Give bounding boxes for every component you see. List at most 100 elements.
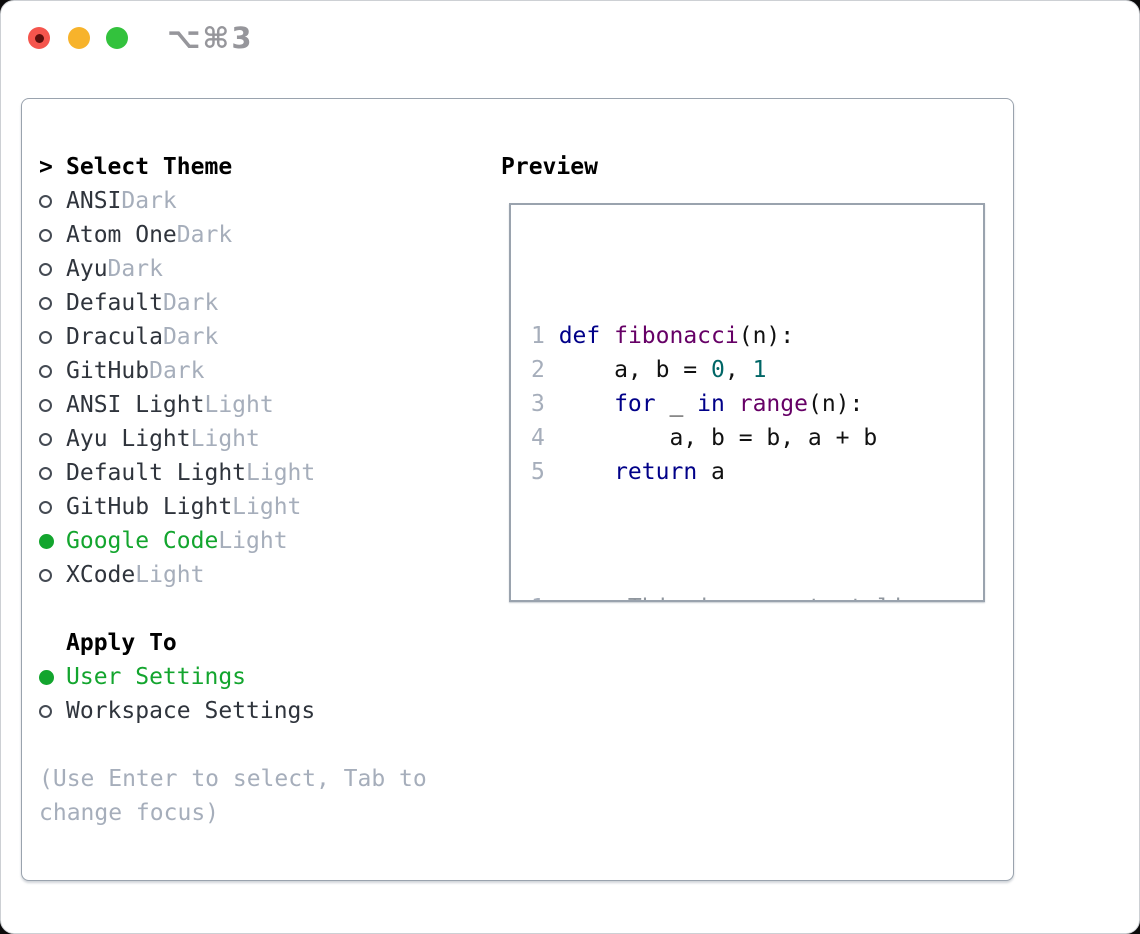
theme-option-github-light[interactable]: GitHub Light Light: [39, 490, 315, 524]
theme-name: Ayu Light: [66, 426, 191, 452]
radio-circle: [39, 194, 52, 208]
theme-name: Default: [66, 290, 163, 316]
code-token-lit: 1: [752, 357, 767, 383]
radio-circle: [39, 398, 52, 412]
apply-option-workspace-settings[interactable]: Workspace Settings: [39, 694, 315, 728]
radio-circle: [39, 533, 54, 549]
diff-text: This is a context line.: [559, 595, 947, 600]
theme-variant-label: Dark: [121, 188, 177, 214]
theme-name: XCode: [66, 562, 136, 588]
window-shortcut-label: ⌥⌘3: [167, 21, 254, 55]
code-token-plain: [559, 459, 614, 485]
radio-circle: [39, 466, 52, 480]
code-token-plain: [559, 391, 614, 417]
zoom-button[interactable]: [106, 27, 128, 49]
theme-variant-label: Dark: [149, 358, 205, 384]
theme-option-ansi-light[interactable]: ANSI Light Light: [39, 388, 315, 422]
theme-option-atom-one[interactable]: Atom One Dark: [39, 218, 315, 252]
code-token-plain: (n):: [807, 391, 864, 417]
theme-name: GitHub Light: [66, 494, 233, 520]
radio-unselected-icon: [39, 228, 66, 242]
apply-to-title: Apply To: [66, 630, 177, 656]
apply-name: Workspace Settings: [66, 698, 316, 724]
radio-unselected-icon: [39, 432, 66, 446]
select-theme-header: > Select Theme: [39, 150, 232, 184]
theme-name: ANSI: [66, 188, 122, 214]
theme-variant-label: Light: [204, 392, 274, 418]
code-token-plain: ,: [724, 357, 753, 383]
theme-option-ayu-light[interactable]: Ayu Light Light: [39, 422, 315, 456]
radio-unselected-icon: [39, 364, 66, 378]
code-token-kwd: for: [614, 391, 656, 417]
code-token-plain: a: [697, 459, 725, 485]
theme-option-xcode[interactable]: XCode Light: [39, 558, 315, 592]
theme-name: Atom One: [66, 222, 177, 248]
apply-option-user-settings[interactable]: User Settings: [39, 660, 315, 694]
preview-title: Preview: [501, 154, 598, 180]
help-line: change focus): [39, 800, 220, 826]
help-line: (Use Enter to select, Tab to: [39, 766, 427, 792]
theme-option-google-code[interactable]: Google Code Light: [39, 524, 315, 558]
code-line: 3 for _ in range(n):: [531, 387, 983, 421]
radio-circle: [39, 568, 52, 582]
radio-circle: [39, 296, 52, 310]
code-line: 2 a, b = 0, 1: [531, 353, 983, 387]
help-text: (Use Enter to select, Tab to change focus…: [39, 762, 427, 830]
theme-variant-label: Light: [190, 426, 260, 452]
radio-circle: [39, 330, 52, 344]
close-button[interactable]: [28, 27, 50, 49]
radio-unselected-icon: [39, 296, 66, 310]
theme-name: Google Code: [66, 528, 219, 554]
radio-unselected-icon: [39, 398, 66, 412]
cursor-chevron-icon: >: [39, 154, 53, 180]
radio-circle: [39, 262, 52, 276]
theme-name: ANSI Light: [66, 392, 205, 418]
theme-option-default[interactable]: Default Dark: [39, 286, 315, 320]
theme-name: GitHub: [66, 358, 150, 384]
code-token-kwd: def: [558, 323, 601, 349]
code-token-typ: fibonacci: [614, 323, 739, 349]
code-token-kwd: return: [614, 459, 698, 485]
code-token-plain: a, b = b, a + b: [558, 425, 878, 451]
radio-circle: [39, 432, 52, 446]
radio-circle: [39, 500, 52, 514]
code-token-typ: range: [738, 391, 808, 417]
line-number: 1: [531, 323, 545, 349]
diff-sample: 1 This is a context line.2 - This line w…: [531, 591, 983, 600]
line-number: 5: [531, 459, 545, 485]
radio-selected-icon: [39, 533, 66, 549]
radio-circle: [39, 669, 54, 685]
select-theme-title: Select Theme: [66, 154, 233, 180]
code-token-plain: [600, 323, 614, 349]
code-token-kwd: in: [697, 391, 725, 417]
minimize-button[interactable]: [68, 27, 90, 49]
theme-variant-label: Dark: [162, 324, 219, 350]
code-token-plain: (n):: [738, 323, 795, 349]
theme-name: Ayu: [66, 256, 108, 282]
radio-unselected-icon: [39, 330, 66, 344]
theme-variant-label: Light: [135, 562, 205, 588]
radio-unselected-icon: [39, 568, 66, 582]
theme-variant-label: Dark: [176, 222, 233, 248]
theme-option-dracula[interactable]: Dracula Dark: [39, 320, 315, 354]
code-line: 5 return a: [531, 455, 983, 489]
radio-unselected-icon: [39, 500, 66, 514]
theme-variant-label: Light: [246, 460, 316, 486]
line-number: 3: [531, 391, 545, 417]
radio-unselected-icon: [39, 466, 66, 480]
apply-name: User Settings: [66, 664, 247, 690]
line-number: 4: [531, 425, 545, 451]
theme-option-ansi[interactable]: ANSI Dark: [39, 184, 315, 218]
diff-line-context: 1 This is a context line.: [531, 591, 983, 600]
code-line: 1 def fibonacci(n):: [531, 319, 983, 353]
theme-option-ayu[interactable]: Ayu Dark: [39, 252, 315, 286]
theme-option-github[interactable]: GitHub Dark: [39, 354, 315, 388]
theme-option-default-light[interactable]: Default Light Light: [39, 456, 315, 490]
radio-selected-icon: [39, 669, 66, 685]
